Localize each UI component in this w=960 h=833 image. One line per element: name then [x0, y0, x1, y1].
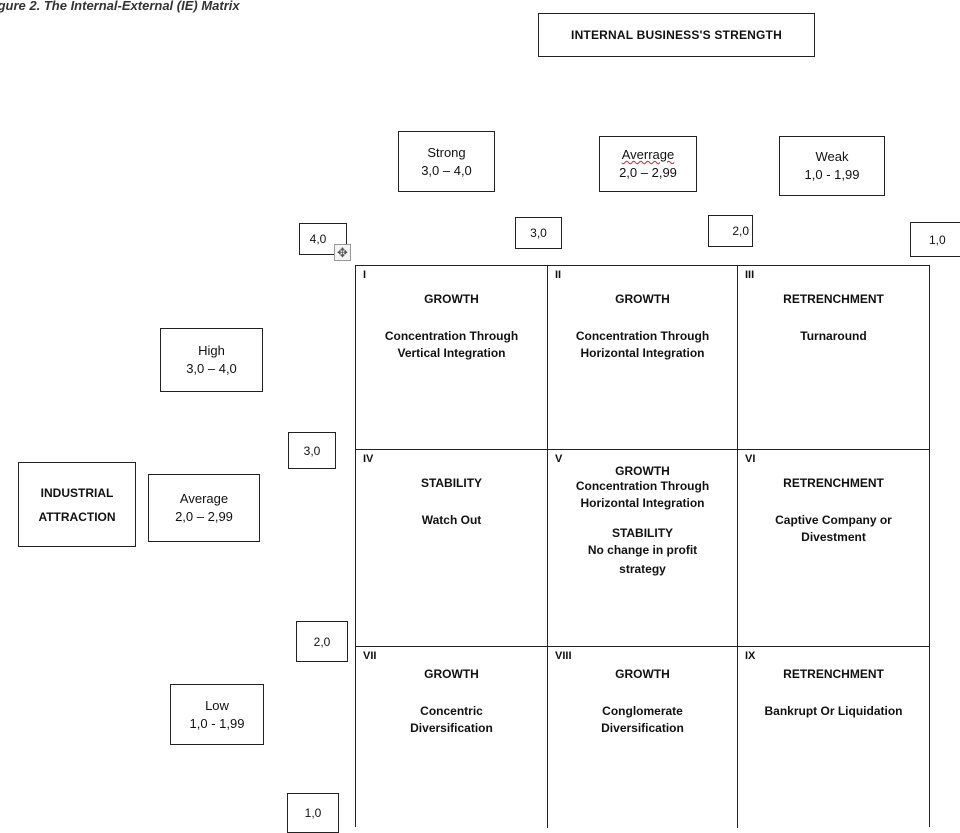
cell-number: VIII [555, 650, 572, 662]
tick-label: 1,0 [304, 806, 322, 820]
col-header-range: 3,0 – 4,0 [421, 162, 472, 178]
cell-detail-line: Divestment [801, 530, 866, 544]
tick-label: 3,0 [303, 443, 321, 458]
cell-number: IX [745, 650, 756, 662]
tick-label: 1,0 [929, 232, 946, 247]
cell-detail-line: Conglomerate [602, 704, 683, 718]
cell-number: II [555, 269, 562, 281]
cell-detail-line: Horizontal Integration [580, 496, 705, 510]
internal-strength-title: INTERNAL BUSINESS'S STRENGTH [538, 13, 815, 57]
cell-strategy: GROWTH [615, 464, 670, 478]
row-header-average: Average 2,0 – 2,99 [148, 474, 260, 542]
row-header-range: 1,0 - 1,99 [189, 715, 245, 731]
matrix-cell-3: III RETRENCHMENT Turnaround [738, 266, 929, 450]
industrial-attraction-line1: INDUSTRIAL [40, 485, 114, 500]
cell-detail-line: Concentration Through [575, 329, 710, 343]
cell-strategy: GROWTH [615, 292, 670, 306]
cell-number: VII [363, 650, 377, 662]
industrial-attraction-line2: ATTRACTION [38, 509, 116, 524]
row-header-range: 3,0 – 4,0 [186, 361, 237, 376]
top-tick-4-0: 4,0 [299, 223, 347, 255]
left-tick-3-0: 3,0 [288, 432, 336, 469]
tick-label: 3,0 [530, 226, 547, 240]
col-header-strong: Strong 3,0 – 4,0 [398, 131, 495, 192]
col-header-average: Averrage 2,0 – 2,99 [599, 136, 697, 192]
ie-matrix-grid: I GROWTH Concentration Through Vertical … [355, 265, 930, 828]
row-header-low: Low 1,0 - 1,99 [170, 684, 264, 745]
row-header-label: Low [205, 697, 229, 713]
industrial-attraction-title: INDUSTRIAL ATTRACTION [18, 462, 136, 547]
cell-detail-line: Bankrupt Or Liquidation [764, 704, 903, 718]
left-tick-2-0: 2,0 [296, 621, 348, 662]
cell-number: VI [745, 453, 756, 465]
move-handle-icon[interactable]: ✥ [334, 244, 351, 261]
cell-detail-line: Concentration Through [384, 329, 519, 343]
cell-detail-line: Vertical Integration [397, 346, 506, 360]
left-tick-1-0: 1,0 [287, 793, 339, 833]
matrix-cell-2: II GROWTH Concentration Through Horizont… [548, 266, 738, 450]
row-header-range: 2,0 – 2,99 [175, 509, 233, 524]
row-header-label: High [198, 343, 225, 358]
cell-strategy: RETRENCHMENT [783, 667, 884, 681]
cell-detail-line: Concentration Through [575, 479, 710, 493]
row-header-label: Average [179, 491, 229, 506]
tick-label: 4,0 [309, 232, 327, 246]
cell-number: I [363, 269, 367, 281]
cell-strategy: RETRENCHMENT [783, 476, 884, 490]
tick-label: 2,0 [732, 224, 749, 238]
col-header-range: 1,0 - 1,99 [804, 167, 860, 182]
col-header-label: Averrage [621, 147, 675, 162]
matrix-cell-8: VIII GROWTH Conglomerate Diversification [548, 647, 738, 828]
cell-detail-line: Diversification [601, 721, 684, 735]
cell-strategy: RETRENCHMENT [783, 292, 884, 306]
cell-number: III [745, 269, 755, 281]
cell-detail-line: Watch Out [421, 513, 482, 527]
cell-number: IV [363, 453, 374, 465]
cell-detail-line: Horizontal Integration [580, 346, 705, 360]
cell-strategy-secondary: STABILITY [611, 526, 674, 540]
top-tick-2-0: 2,0 [708, 215, 753, 247]
cell-detail-line: Turnaround [800, 329, 867, 343]
matrix-cell-7: VII GROWTH Concentric Diversification [356, 647, 548, 828]
cell-strategy: STABILITY [420, 476, 483, 490]
matrix-cell-9: IX RETRENCHMENT Bankrupt Or Liquidation [738, 647, 929, 828]
cell-strategy: GROWTH [615, 667, 670, 681]
matrix-cell-6: VI RETRENCHMENT Captive Company or Dives… [738, 450, 929, 647]
tick-label: 2,0 [313, 634, 331, 649]
top-tick-1-0: 1,0 [910, 222, 960, 257]
col-header-range: 2,0 – 2,99 [619, 165, 677, 180]
matrix-cell-4: IV STABILITY Watch Out [356, 450, 548, 647]
col-header-label: Weak [815, 149, 849, 164]
cell-detail-line: Diversification [410, 721, 493, 735]
cell-detail-line: strategy [619, 562, 666, 576]
cell-number: V [555, 453, 563, 465]
cell-detail-line: No change in profit [587, 543, 698, 557]
row-header-high: High 3,0 – 4,0 [160, 328, 263, 392]
cell-detail-line: Concentric [420, 704, 483, 718]
internal-strength-title-text: INTERNAL BUSINESS'S STRENGTH [571, 28, 782, 42]
col-header-label: Strong [427, 144, 466, 160]
cell-detail-line: Captive Company or [775, 513, 892, 527]
figure-caption: igure 2. The Internal-External (IE) Matr… [0, 0, 240, 13]
matrix-cell-5: V GROWTH Concentration Through Horizonta… [548, 450, 738, 647]
cell-strategy: GROWTH [424, 667, 479, 681]
col-header-weak: Weak 1,0 - 1,99 [779, 136, 885, 196]
cell-strategy: GROWTH [424, 292, 479, 306]
top-tick-3-0: 3,0 [515, 217, 562, 249]
matrix-cell-1: I GROWTH Concentration Through Vertical … [356, 266, 548, 450]
